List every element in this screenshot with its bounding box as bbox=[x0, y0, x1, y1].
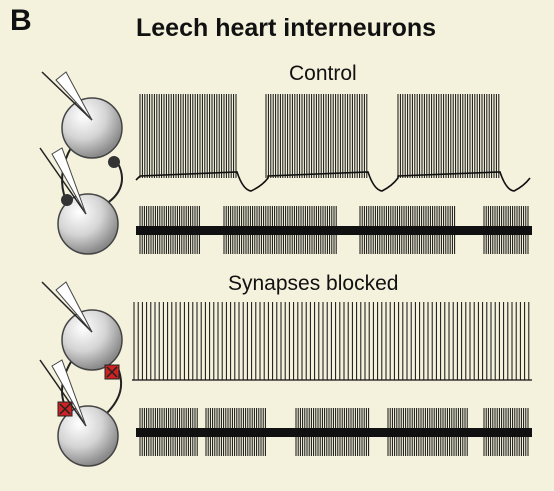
control-top-trace bbox=[135, 94, 531, 192]
blocked-synapse-icon bbox=[57, 401, 73, 417]
spike-burst bbox=[483, 206, 529, 254]
membrane-baseline bbox=[135, 171, 531, 192]
electrode-icon bbox=[41, 281, 93, 333]
blocked-top-trace bbox=[132, 302, 532, 381]
tonic-spikes bbox=[133, 302, 530, 380]
spike-burst bbox=[359, 206, 456, 254]
blocked-bottom-trace bbox=[136, 408, 532, 456]
spike-burst bbox=[223, 206, 337, 254]
neuron-icon bbox=[61, 309, 123, 371]
spike-burst bbox=[139, 206, 200, 254]
control-label: Control bbox=[289, 62, 357, 85]
spike-burst bbox=[387, 408, 468, 456]
spike-burst bbox=[205, 408, 266, 456]
synapse-icon bbox=[61, 194, 73, 206]
blocked-neuron-pair bbox=[39, 281, 123, 467]
panel-letter: B bbox=[10, 4, 32, 37]
figure-title: Leech heart interneurons bbox=[136, 14, 437, 42]
spike-burst bbox=[139, 94, 237, 178]
blocked-synapse-icon bbox=[104, 364, 120, 380]
spike-burst bbox=[265, 94, 368, 178]
synapses-blocked-label: Synapses blocked bbox=[228, 272, 399, 295]
electrode-icon bbox=[39, 359, 87, 427]
electrode-icon bbox=[39, 147, 87, 215]
neuron-icon bbox=[57, 405, 119, 467]
spike-burst bbox=[139, 408, 198, 456]
control-neuron-pair bbox=[39, 71, 123, 255]
spike-burst bbox=[483, 408, 529, 456]
spike-burst bbox=[397, 94, 500, 178]
synapse-icon bbox=[108, 156, 120, 168]
neuron-icon bbox=[61, 97, 123, 159]
baseline-bar bbox=[136, 428, 532, 437]
neuron-icon bbox=[57, 193, 119, 255]
electrode-icon bbox=[41, 71, 93, 121]
control-bottom-trace bbox=[136, 206, 532, 254]
spike-burst bbox=[295, 408, 370, 456]
